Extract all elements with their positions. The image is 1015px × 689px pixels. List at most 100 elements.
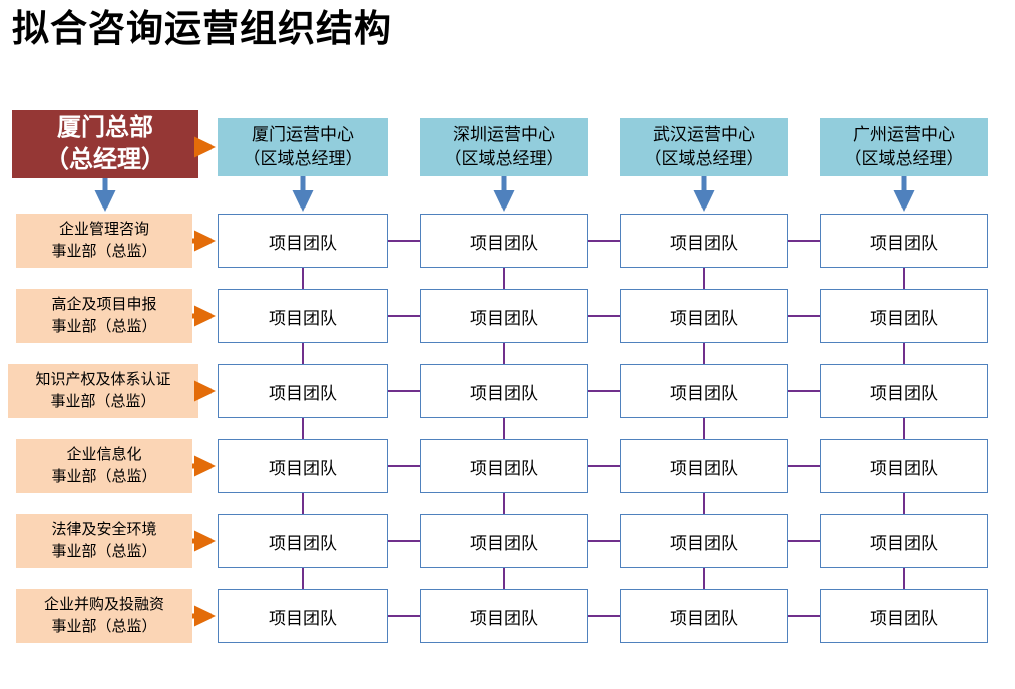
connector-horizontal <box>388 540 420 542</box>
connector-horizontal <box>788 240 820 242</box>
team-box[interactable]: 项目团队 <box>420 289 588 343</box>
department-role: 事业部（总监） <box>51 317 157 335</box>
team-label: 项目团队 <box>269 383 337 404</box>
team-box[interactable]: 项目团队 <box>218 514 388 568</box>
department-box-1[interactable]: 企业管理咨询 事业部（总监） <box>16 214 192 268</box>
center-box-wuhan[interactable]: 武汉运营中心 （区域总经理） <box>620 118 788 176</box>
team-box[interactable]: 项目团队 <box>420 439 588 493</box>
team-box[interactable]: 项目团队 <box>620 289 788 343</box>
team-label: 项目团队 <box>269 233 337 254</box>
center-name: 深圳运营中心 <box>453 124 555 145</box>
team-box[interactable]: 项目团队 <box>620 589 788 643</box>
connector-vertical <box>302 418 304 439</box>
connector-horizontal <box>388 615 420 617</box>
connector-horizontal <box>588 315 620 317</box>
team-label: 项目团队 <box>470 608 538 629</box>
team-box[interactable]: 项目团队 <box>218 289 388 343</box>
center-role: （区域总经理） <box>243 149 363 169</box>
connector-vertical <box>302 343 304 364</box>
team-label: 项目团队 <box>670 308 738 329</box>
team-box[interactable]: 项目团队 <box>820 289 988 343</box>
connector-horizontal <box>788 315 820 317</box>
team-box[interactable]: 项目团队 <box>218 589 388 643</box>
department-role: 事业部（总监） <box>51 467 157 485</box>
connector-vertical <box>302 568 304 589</box>
center-box-shenzhen[interactable]: 深圳运营中心 （区域总经理） <box>420 118 588 176</box>
center-box-guangzhou[interactable]: 广州运营中心 （区域总经理） <box>820 118 988 176</box>
headquarters-box[interactable]: 厦门总部 （总经理） <box>12 110 198 178</box>
team-label: 项目团队 <box>870 608 938 629</box>
team-box[interactable]: 项目团队 <box>420 589 588 643</box>
team-box[interactable]: 项目团队 <box>820 364 988 418</box>
connector-horizontal <box>388 465 420 467</box>
team-box[interactable]: 项目团队 <box>620 214 788 268</box>
headquarters-role: （总经理） <box>45 145 165 173</box>
connector-horizontal <box>588 465 620 467</box>
department-box-2[interactable]: 高企及项目申报 事业部（总监） <box>16 289 192 343</box>
center-role: （区域总经理） <box>444 149 564 169</box>
connector-vertical <box>703 568 705 589</box>
connector-horizontal <box>788 465 820 467</box>
department-box-4[interactable]: 企业信息化 事业部（总监） <box>16 439 192 493</box>
team-label: 项目团队 <box>670 458 738 479</box>
team-box[interactable]: 项目团队 <box>218 214 388 268</box>
center-name: 武汉运营中心 <box>653 124 755 145</box>
center-name: 广州运营中心 <box>853 124 955 145</box>
team-box[interactable]: 项目团队 <box>820 439 988 493</box>
team-box[interactable]: 项目团队 <box>420 514 588 568</box>
connector-vertical <box>302 268 304 289</box>
department-name: 企业并购及投融资 <box>43 595 164 614</box>
department-role: 事业部（总监） <box>51 542 157 560</box>
connector-vertical <box>703 268 705 289</box>
connector-vertical <box>503 568 505 589</box>
department-box-6[interactable]: 企业并购及投融资 事业部（总监） <box>16 589 192 643</box>
department-name: 企业管理咨询 <box>58 220 149 239</box>
connector-horizontal <box>388 390 420 392</box>
team-box[interactable]: 项目团队 <box>620 514 788 568</box>
team-box[interactable]: 项目团队 <box>820 214 988 268</box>
team-box[interactable]: 项目团队 <box>218 364 388 418</box>
department-role: 事业部（总监） <box>50 392 156 410</box>
connector-vertical <box>903 568 905 589</box>
connector-horizontal <box>388 240 420 242</box>
team-box[interactable]: 项目团队 <box>420 214 588 268</box>
team-label: 项目团队 <box>870 458 938 479</box>
team-label: 项目团队 <box>470 383 538 404</box>
department-name: 法律及安全环境 <box>51 520 157 539</box>
team-label: 项目团队 <box>269 308 337 329</box>
connector-horizontal <box>788 540 820 542</box>
headquarters-name: 厦门总部 <box>57 113 153 142</box>
connector-vertical <box>302 493 304 514</box>
team-box[interactable]: 项目团队 <box>820 514 988 568</box>
connector-vertical <box>503 493 505 514</box>
team-label: 项目团队 <box>470 233 538 254</box>
team-label: 项目团队 <box>269 608 337 629</box>
connector-vertical <box>903 268 905 289</box>
team-label: 项目团队 <box>870 383 938 404</box>
team-box[interactable]: 项目团队 <box>218 439 388 493</box>
connector-horizontal <box>788 390 820 392</box>
team-label: 项目团队 <box>470 533 538 554</box>
team-box[interactable]: 项目团队 <box>420 364 588 418</box>
connector-horizontal <box>788 615 820 617</box>
team-box[interactable]: 项目团队 <box>620 364 788 418</box>
team-label: 项目团队 <box>670 608 738 629</box>
team-label: 项目团队 <box>670 233 738 254</box>
page-title: 拟合咨询运营组织结构 <box>12 7 392 50</box>
team-box[interactable]: 项目团队 <box>820 589 988 643</box>
connector-vertical <box>903 418 905 439</box>
connector-horizontal <box>588 240 620 242</box>
team-box[interactable]: 项目团队 <box>620 439 788 493</box>
department-box-3[interactable]: 知识产权及体系认证 事业部（总监） <box>8 364 198 418</box>
center-box-xiamen[interactable]: 厦门运营中心 （区域总经理） <box>218 118 388 176</box>
connector-vertical <box>503 343 505 364</box>
department-name: 高企及项目申报 <box>51 295 157 314</box>
connector-vertical <box>703 493 705 514</box>
connector-vertical <box>903 343 905 364</box>
department-box-5[interactable]: 法律及安全环境 事业部（总监） <box>16 514 192 568</box>
team-label: 项目团队 <box>269 458 337 479</box>
department-name: 知识产权及体系认证 <box>35 370 171 389</box>
center-role: （区域总经理） <box>644 149 764 169</box>
department-name: 企业信息化 <box>66 445 142 464</box>
